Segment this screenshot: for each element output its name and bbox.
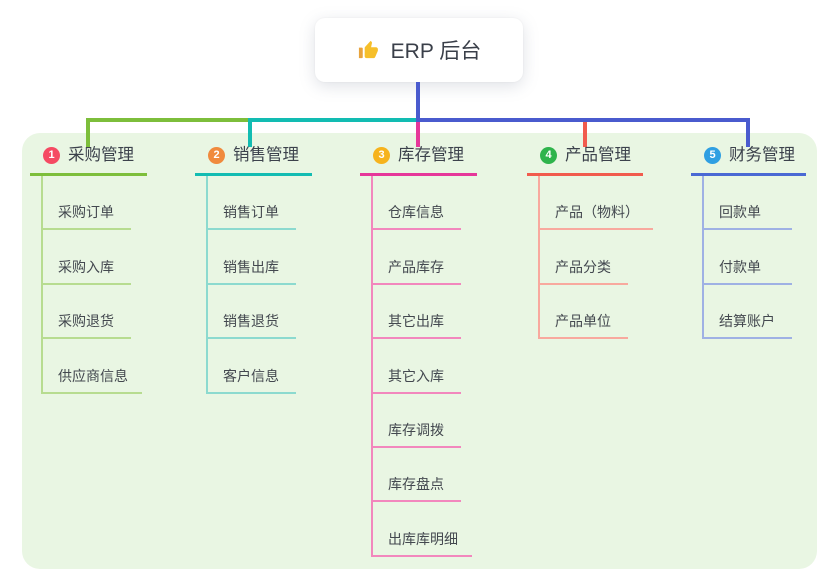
branch-node-label: 产品管理 xyxy=(565,146,631,164)
leaf-node[interactable]: 仓库信息 xyxy=(373,176,461,231)
branch-node-label: 财务管理 xyxy=(729,146,795,164)
branch-items-list: 仓库信息产品库存其它出库其它入库库存调拨库存盘点出库库明细 xyxy=(371,176,477,557)
connector-bus-segment-3 xyxy=(420,118,750,122)
connector-drop-branch-5 xyxy=(746,118,750,147)
leaf-node[interactable]: 产品库存 xyxy=(373,230,461,285)
leaf-node[interactable]: 付款单 xyxy=(704,230,792,285)
branch-items-list: 采购订单采购入库采购退货供应商信息 xyxy=(41,176,147,394)
branch-node[interactable]: 1 采购管理 xyxy=(30,144,147,176)
branch-column-1: 1 采购管理 采购订单采购入库采购退货供应商信息 xyxy=(30,144,147,394)
leaf-node[interactable]: 采购退货 xyxy=(43,285,131,340)
leaf-node[interactable]: 其它出库 xyxy=(373,285,461,340)
branch-column-4: 4 产品管理 产品（物料）产品分类产品单位 xyxy=(527,144,653,340)
leaf-node[interactable]: 供应商信息 xyxy=(43,339,142,394)
branch-number-badge: 5 xyxy=(704,146,721,164)
branch-node-label: 采购管理 xyxy=(68,146,134,164)
branch-node[interactable]: 5 财务管理 xyxy=(691,144,806,176)
connector-bus-segment-2 xyxy=(248,118,416,122)
leaf-node[interactable]: 结算账户 xyxy=(704,285,792,340)
connector-drop-branch-1 xyxy=(86,118,90,147)
connector-drop-branch-2 xyxy=(248,118,252,147)
connector-drop-branch-4 xyxy=(583,122,587,147)
branch-node[interactable]: 3 库存管理 xyxy=(360,144,477,176)
leaf-node[interactable]: 库存调拨 xyxy=(373,394,461,448)
connector-bus-segment-1 xyxy=(86,118,248,122)
branch-number-badge: 1 xyxy=(43,146,60,164)
branch-column-5: 5 财务管理 回款单付款单结算账户 xyxy=(691,144,806,340)
leaf-node[interactable]: 采购订单 xyxy=(43,176,131,231)
leaf-node[interactable]: 客户信息 xyxy=(208,339,296,394)
leaf-node[interactable]: 采购入库 xyxy=(43,230,131,285)
leaf-node[interactable]: 产品（物料） xyxy=(540,176,653,231)
branch-node[interactable]: 4 产品管理 xyxy=(527,144,643,176)
branch-node-label: 销售管理 xyxy=(233,146,299,164)
leaf-node[interactable]: 其它入库 xyxy=(373,339,461,394)
branch-node[interactable]: 2 销售管理 xyxy=(195,144,312,176)
leaf-node[interactable]: 产品分类 xyxy=(540,230,628,285)
leaf-node[interactable]: 出库库明细 xyxy=(373,502,472,557)
root-node[interactable]: ERP 后台 xyxy=(315,18,523,82)
branches-panel xyxy=(22,133,817,569)
branch-number-badge: 4 xyxy=(540,146,557,164)
root-connector-line xyxy=(416,82,420,122)
branch-number-badge: 2 xyxy=(208,146,225,164)
branch-column-3: 3 库存管理 仓库信息产品库存其它出库其它入库库存调拨库存盘点出库库明细 xyxy=(360,144,477,557)
branch-items-list: 产品（物料）产品分类产品单位 xyxy=(538,176,653,340)
branch-items-list: 销售订单销售出库销售退货客户信息 xyxy=(206,176,312,394)
leaf-node[interactable]: 产品单位 xyxy=(540,285,628,340)
root-node-label: ERP 后台 xyxy=(390,40,482,63)
branch-column-2: 2 销售管理 销售订单销售出库销售退货客户信息 xyxy=(195,144,312,394)
connector-drop-branch-3 xyxy=(416,122,420,147)
leaf-node[interactable]: 回款单 xyxy=(704,176,792,231)
branch-number-badge: 3 xyxy=(373,146,390,164)
branch-node-label: 库存管理 xyxy=(398,146,464,164)
leaf-node[interactable]: 库存盘点 xyxy=(373,448,461,503)
leaf-node[interactable]: 销售订单 xyxy=(208,176,296,231)
leaf-node[interactable]: 销售退货 xyxy=(208,285,296,340)
leaf-node[interactable]: 销售出库 xyxy=(208,230,296,285)
branch-items-list: 回款单付款单结算账户 xyxy=(702,176,806,340)
thumbs-up-icon xyxy=(357,39,380,62)
